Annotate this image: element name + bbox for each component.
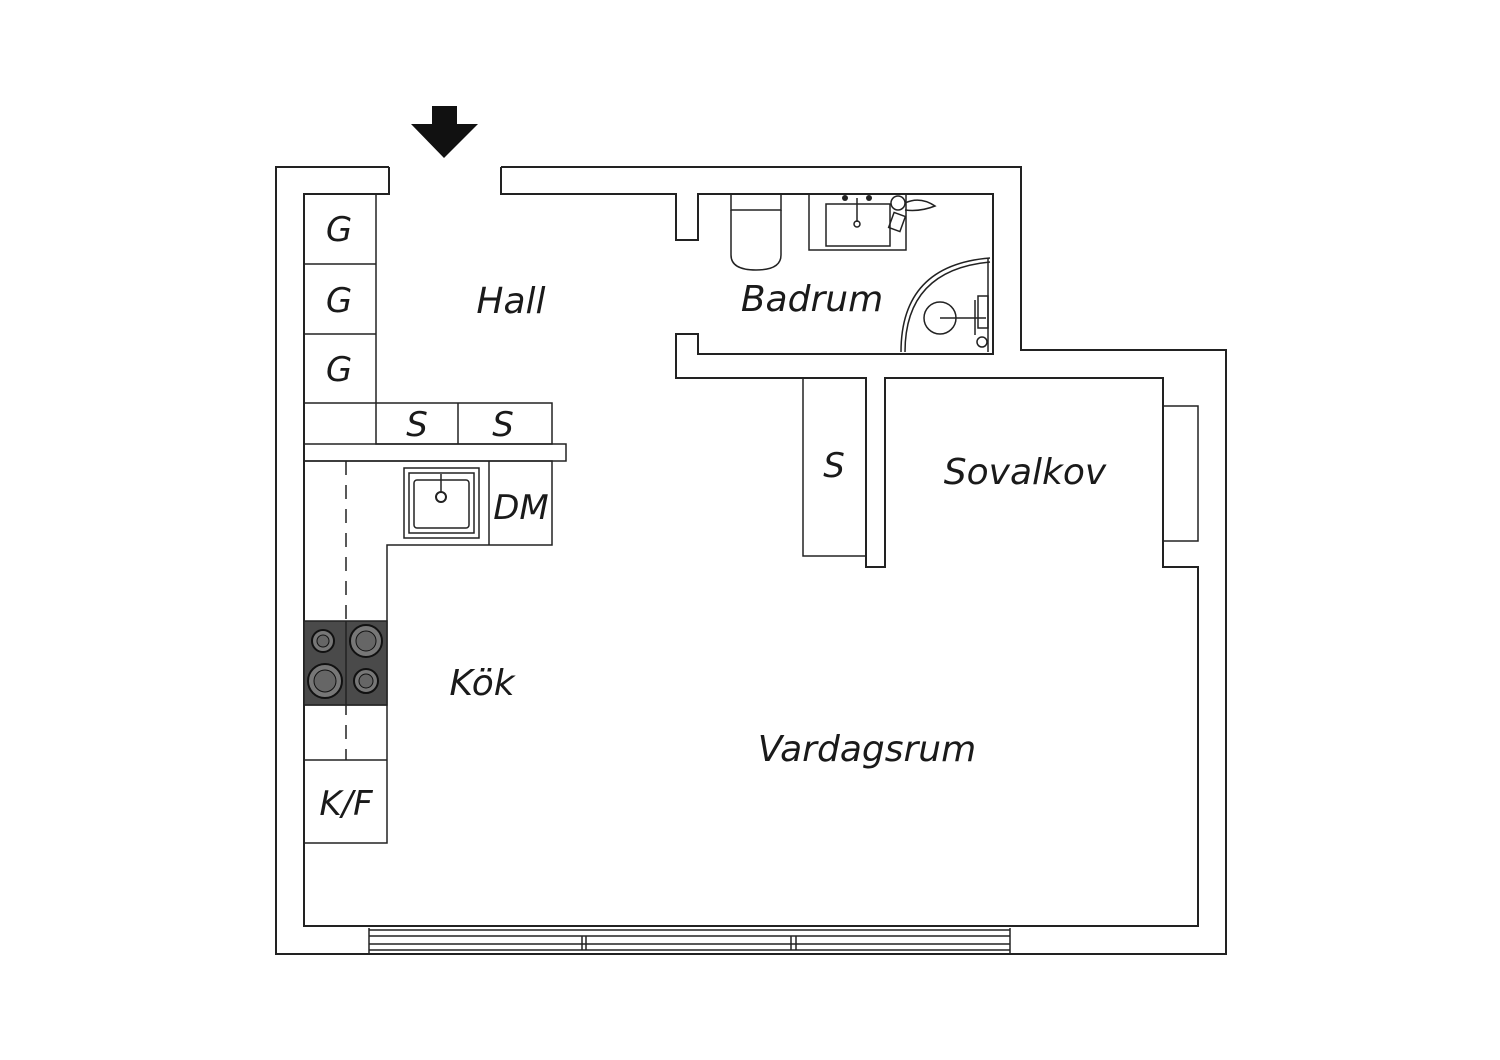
room-label-kok: Kök [449,663,516,704]
window [368,928,1011,954]
room-label-vardagsrum: Vardagsrum [758,729,976,770]
room-label-sovalkov: Sovalkov [944,452,1107,493]
side-window [1162,405,1199,542]
fridge-freezer-label: K/F [319,784,373,824]
storage-label: S [406,405,428,445]
toilet-icon [730,193,782,271]
dishwasher-label: DM [493,488,549,528]
room-label-badrum: Badrum [741,279,883,320]
hall-storage [303,402,567,462]
storage-label: S [492,405,514,445]
wardrobes [303,193,377,404]
alcove-storage [802,377,867,557]
wardrobe-label: G [326,281,352,321]
outer-walls [275,166,1227,955]
kitchen-sink-icon [403,467,480,539]
towel-hook-icon [887,195,937,233]
storage-label: S [823,446,845,486]
stove-icon [303,620,388,706]
room-label-hall: Hall [476,281,545,322]
entrance-arrow-icon [411,106,478,158]
wardrobe-label: G [326,350,352,390]
wardrobe-label: G [326,210,352,250]
shower-icon [900,257,991,353]
